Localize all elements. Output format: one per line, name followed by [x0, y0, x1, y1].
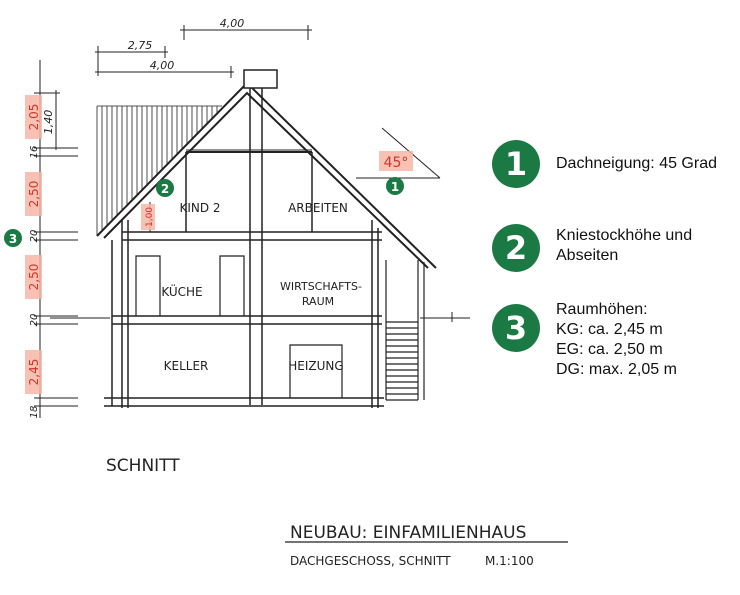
marker-2: 2: [156, 179, 174, 197]
room-wirtschaft-2: RAUM: [302, 295, 334, 308]
marker-1-number: 1: [391, 180, 399, 194]
dim-top-400-a: 4,00: [220, 17, 245, 30]
marker-3-number: 3: [9, 232, 17, 246]
legend-3-line-4: DG: max. 2,05 m: [556, 361, 677, 378]
h-245-highlight: [25, 350, 42, 394]
legend-badge-2: 2: [492, 224, 540, 272]
dim-top-400-b: 4,00: [150, 59, 175, 72]
legend-3-line-1: Raumhöhen:: [556, 301, 648, 318]
dim-h-245: 2,45: [27, 359, 41, 386]
dim-h-16: 16: [29, 146, 40, 159]
room-wirtschaft-1: WIRTSCHAFTS-: [280, 280, 362, 293]
legend-item-3: 3 Raumhöhen: KG: ca. 2,45 m EG: ca. 2,50…: [492, 301, 677, 380]
drawing-scale: M.1:100: [485, 554, 534, 568]
dim-h-205: 2,05: [27, 104, 41, 131]
angle-highlight: [379, 151, 413, 171]
angle-label: 45°: [384, 155, 409, 171]
h-250a-highlight: [25, 172, 42, 216]
dim-h-20-a: 20: [29, 230, 40, 243]
h-250b-highlight: [25, 255, 42, 299]
dim-h-18: 18: [29, 406, 40, 419]
legend-text-3: Raumhöhen: KG: ca. 2,45 m EG: ca. 2,50 m…: [556, 300, 677, 380]
kniestock-highlight: [141, 204, 155, 230]
dim-h-140: 1,40: [42, 110, 55, 135]
marker-3: 3: [4, 229, 22, 247]
legend-item-2: 2 Kniestockhöhe und Abseiten: [492, 224, 692, 272]
legend-3-line-3: EG: ca. 2,50 m: [556, 341, 663, 358]
room-heizung: HEIZUNG: [288, 359, 343, 373]
legend-3-line-2: KG: ca. 2,45 m: [556, 321, 663, 338]
legend-text-1: Dachneigung: 45 Grad: [556, 154, 717, 174]
legend-2-line-2: Abseiten: [556, 247, 619, 264]
room-kind2: KIND 2: [179, 201, 220, 215]
room-arbeiten: ARBEITEN: [288, 201, 348, 215]
legend-1-line-1: Dachneigung: 45 Grad: [556, 155, 717, 172]
drawing-subtitle: DACHGESCHOSS, SCHNITT: [290, 554, 451, 568]
dim-kniestock: 1,00: [145, 207, 155, 227]
roof-hatching: [96, 105, 222, 236]
marker-2-number: 2: [161, 182, 169, 196]
drawing-title: NEUBAU: EINFAMILIENHAUS: [290, 523, 526, 543]
dim-h-250-b: 2,50: [27, 264, 41, 291]
room-keller: KELLER: [164, 359, 209, 373]
room-kueche: KÜCHE: [161, 283, 202, 299]
h-205-highlight: [25, 95, 42, 139]
marker-1: 1: [386, 177, 404, 195]
ground-lines: [50, 312, 470, 322]
schnitt-label: SCHNITT: [106, 456, 180, 476]
floors: [104, 240, 384, 407]
top-dimension-lines: [95, 25, 312, 78]
dim-h-20-b: 20: [29, 314, 40, 327]
legend-item-1: 1 Dachneigung: 45 Grad: [492, 140, 717, 188]
dim-top-275: 2,75: [128, 39, 153, 52]
legend-badge-3: 3: [492, 304, 540, 352]
attic-structure: [121, 152, 382, 408]
exterior-stair: [385, 260, 425, 401]
legend-badge-1: 1: [492, 140, 540, 188]
legend-2-line-1: Kniestockhöhe und: [556, 227, 693, 244]
chimney: [243, 69, 278, 405]
legend-text-2: Kniestockhöhe und Abseiten: [556, 226, 692, 266]
doors: [135, 255, 343, 398]
dim-h-250-a: 2,50: [27, 181, 41, 208]
